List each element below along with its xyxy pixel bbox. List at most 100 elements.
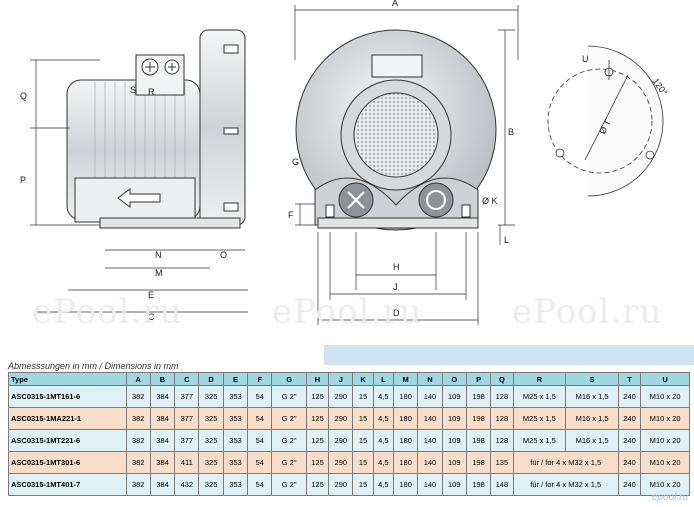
- table-cell: 15: [352, 451, 374, 474]
- dim-label-n: N: [155, 250, 162, 260]
- dim-label-j: J: [393, 282, 398, 292]
- column-header: B: [149, 372, 176, 386]
- table-cell: G 2": [271, 429, 307, 452]
- table-cell: 140: [417, 451, 443, 474]
- table-cell: 240: [617, 451, 642, 474]
- table-cell: 180: [392, 407, 419, 430]
- header-bar: [324, 345, 694, 365]
- table-cell: 4,5: [372, 407, 395, 430]
- table-cell: 240: [617, 385, 642, 408]
- corner-logo: epool.ru: [651, 492, 688, 503]
- table-cell: 128: [490, 407, 514, 430]
- table-cell: 384: [149, 473, 176, 496]
- column-header: P: [465, 372, 492, 386]
- watermark-3: ePool.ru: [512, 292, 663, 332]
- table-cell: 135: [490, 451, 514, 474]
- dim-label-s: S: [130, 85, 136, 95]
- column-header: T: [617, 372, 642, 386]
- table-caption: Abmesssungen in mm / Dimensions in mm: [8, 361, 179, 371]
- column-header: U: [640, 372, 690, 386]
- table-cell: G 2": [271, 451, 307, 474]
- column-header: H: [305, 372, 330, 386]
- dim-label-q: Q: [20, 91, 27, 101]
- table-cell: M10 x 20: [640, 385, 690, 408]
- table-cell: 198: [465, 451, 492, 474]
- table-cell: M25 x 1,5: [512, 407, 567, 430]
- table-cell: 198: [465, 385, 492, 408]
- column-header: D: [198, 372, 224, 386]
- dim-label-m: M: [155, 268, 163, 278]
- watermark-2: ePool.ru: [272, 292, 423, 332]
- table-cell: 290: [328, 407, 354, 430]
- table-cell: G 2": [271, 473, 307, 496]
- column-header: R: [512, 372, 567, 386]
- table-cell: 125: [305, 473, 330, 496]
- flange-view: [547, 45, 664, 197]
- dim-label-a: A: [392, 0, 398, 8]
- table-cell: 15: [352, 385, 374, 408]
- dim-label-c: C: [148, 312, 155, 322]
- table-cell: 377: [174, 407, 200, 430]
- column-header: E: [222, 372, 249, 386]
- column-header: N: [417, 372, 443, 386]
- table-cell: G 2": [271, 407, 307, 430]
- table-cell: 180: [392, 451, 419, 474]
- dim-label-k: Ø K: [482, 196, 498, 206]
- table-cell: 353: [222, 385, 249, 408]
- dim-label-e: E: [148, 290, 154, 300]
- table-cell: 148: [490, 473, 514, 496]
- table-cell: 54: [247, 473, 273, 496]
- dim-label-o: O: [220, 250, 227, 260]
- table-cell: 180: [392, 385, 419, 408]
- table-cell: 353: [222, 473, 249, 496]
- table-cell: 325: [198, 385, 224, 408]
- table-cell: M16 x 1,5: [565, 429, 619, 452]
- dim-label-d: D: [393, 308, 400, 318]
- table-cell: M10 x 20: [640, 473, 690, 496]
- type-cell: ASC0315-1MT161-6: [8, 385, 127, 408]
- table-cell: 125: [305, 451, 330, 474]
- table-cell: 140: [417, 407, 443, 430]
- table-cell: 240: [617, 429, 642, 452]
- dim-label-g: G: [292, 157, 299, 167]
- table-cell: 290: [328, 429, 354, 452]
- table-cell: 180: [392, 429, 419, 452]
- table-cell: 109: [441, 385, 467, 408]
- table-cell: 109: [441, 429, 467, 452]
- table-cell: 240: [617, 473, 642, 496]
- table-cell: 180: [392, 473, 419, 496]
- table-cell: 382: [125, 473, 151, 496]
- table-cell: 128: [490, 429, 514, 452]
- table-cell: 4,5: [372, 429, 395, 452]
- table-cell: 4,5: [372, 473, 395, 496]
- dim-label-p: P: [20, 175, 26, 185]
- type-cell: ASC0315-1MT401-7: [8, 473, 127, 496]
- front-dimension-lines: [294, 5, 519, 325]
- table-cell: für / for 4 x M32 x 1,5: [512, 473, 619, 496]
- column-header: J: [328, 372, 354, 386]
- table-cell: 325: [198, 451, 224, 474]
- table-cell: M16 x 1,5: [565, 385, 619, 408]
- dim-label-h: H: [393, 262, 400, 272]
- table-cell: 128: [490, 385, 514, 408]
- table-cell: 125: [305, 385, 330, 408]
- dimensions-table-panel: Abmesssungen in mm / Dimensions in mm Ty…: [0, 345, 694, 507]
- front-view: [295, 29, 497, 231]
- table-cell: 198: [465, 429, 492, 452]
- column-header: Q: [490, 372, 514, 386]
- table-cell: 353: [222, 407, 249, 430]
- table-cell: 15: [352, 473, 374, 496]
- side-view: [66, 29, 246, 229]
- table-cell: M10 x 20: [640, 429, 690, 452]
- table-cell: 384: [149, 385, 176, 408]
- table-cell: M10 x 20: [640, 407, 690, 430]
- table-cell: 377: [174, 429, 200, 452]
- table-cell: 125: [305, 407, 330, 430]
- table-cell: 384: [149, 407, 176, 430]
